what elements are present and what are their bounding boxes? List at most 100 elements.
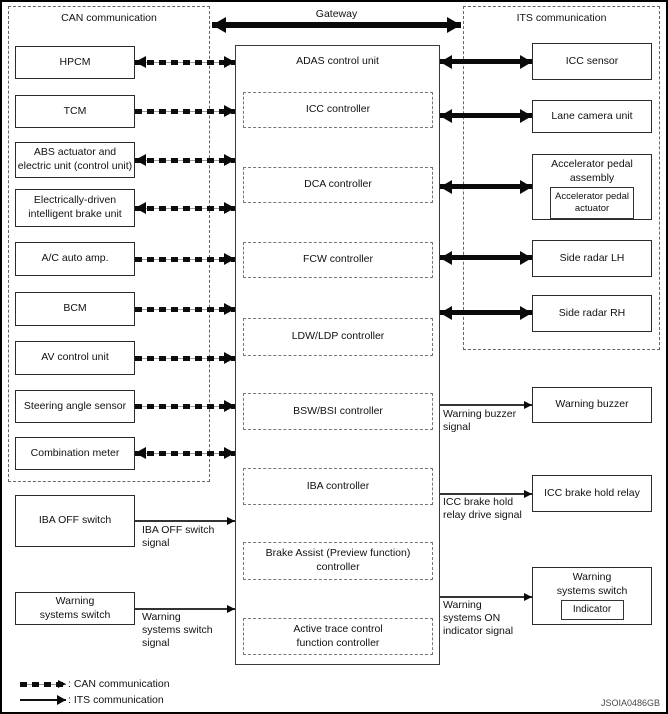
can-line xyxy=(135,451,235,456)
its-group-title: ITS communication xyxy=(516,12,607,24)
controller-bsw-bsi: BSW/BSI controller xyxy=(243,393,433,430)
gateway-label: Gateway xyxy=(315,8,358,20)
accelerator-pedal-assembly-label: Accelerator pedal assembly xyxy=(551,158,633,184)
node-warning-buzzer: Warning buzzer xyxy=(532,387,652,423)
arrowhead-left-icon xyxy=(440,180,452,194)
can-arrow-ac-amp xyxy=(135,253,235,265)
arrowhead-right-icon xyxy=(524,490,532,498)
arrowhead-left-icon xyxy=(440,306,452,320)
node-indicator: Indicator xyxy=(560,600,624,621)
label-warning-systems-on-indicator-signal: Warning systems ON indicator signal xyxy=(443,599,514,638)
signal-arrow-warning-buzzer xyxy=(440,399,532,411)
accelerator-pedal-actuator-label: Accelerator pedal actuator xyxy=(555,191,629,215)
node-ac-auto-amp: A/C auto amp. xyxy=(15,242,135,276)
node-iba-off-switch: IBA OFF switch xyxy=(15,495,135,547)
legend-can-arrow-icon xyxy=(20,678,66,690)
arrowhead-right-icon xyxy=(224,400,235,412)
can-arrow-av-unit xyxy=(135,352,235,364)
its-arrow-lane-camera xyxy=(440,109,532,123)
arrowhead-right-icon xyxy=(224,447,235,459)
can-arrow-tcm xyxy=(135,105,235,117)
legend-its-label: : ITS communication xyxy=(68,694,164,706)
reference-code: JSOIA0486GB xyxy=(600,698,660,708)
arrowhead-right-icon xyxy=(224,105,235,117)
node-abs-actuator: ABS actuator and electric unit (control … xyxy=(15,142,135,178)
arrowhead-right-icon xyxy=(524,401,532,409)
arrowhead-right-icon xyxy=(227,517,235,525)
arrowhead-left-icon xyxy=(135,154,146,166)
signal-line xyxy=(135,520,235,522)
indicator-label: Indicator xyxy=(572,604,612,616)
signal-line xyxy=(135,608,235,610)
its-arrow-side-radar-rh xyxy=(440,306,532,320)
arrowhead-right-icon xyxy=(447,17,461,33)
adas-title: ADAS control unit xyxy=(296,55,379,67)
can-group-title: CAN communication xyxy=(61,12,157,24)
arrowhead-right-icon xyxy=(520,55,532,69)
arrowhead-right-icon xyxy=(224,352,235,364)
its-line xyxy=(440,310,532,315)
signal-arrow-warning-on xyxy=(440,591,532,603)
controller-active-trace: Active trace control function controller xyxy=(243,618,433,655)
arrowhead-left-icon xyxy=(212,17,226,33)
arrowhead-right-icon xyxy=(224,253,235,265)
arrowhead-right-icon xyxy=(224,56,235,68)
signal-arrow-icc-brake-hold xyxy=(440,488,532,500)
can-arrow-combination xyxy=(135,447,235,459)
arrowhead-right-icon xyxy=(520,251,532,265)
can-line xyxy=(135,206,235,211)
can-line xyxy=(135,158,235,163)
arrowhead-left-icon xyxy=(440,251,452,265)
node-warning-systems-switch-left: Warning systems switch xyxy=(15,592,135,625)
node-steering-angle-sensor: Steering angle sensor xyxy=(15,390,135,423)
node-side-radar-rh: Side radar RH xyxy=(532,295,652,332)
node-icc-brake-hold-relay: ICC brake hold relay xyxy=(532,475,652,512)
label-iba-off-switch-signal: IBA OFF switch signal xyxy=(142,524,215,550)
can-line xyxy=(135,257,235,262)
controller-dca: DCA controller xyxy=(243,167,433,203)
node-intelligent-brake-unit: Electrically-driven intelligent brake un… xyxy=(15,189,135,227)
can-arrow-hpcm xyxy=(135,56,235,68)
its-line xyxy=(440,59,532,64)
node-hpcm: HPCM xyxy=(15,46,135,79)
node-bcm: BCM xyxy=(15,292,135,326)
can-line xyxy=(135,404,235,409)
can-line xyxy=(20,682,66,687)
its-line xyxy=(20,699,66,701)
arrowhead-right-icon xyxy=(520,180,532,194)
its-line xyxy=(440,255,532,260)
label-warning-systems-switch-signal: Warning systems switch signal xyxy=(142,611,213,650)
arrowhead-right-icon xyxy=(224,303,235,315)
arrowhead-right-icon xyxy=(524,593,532,601)
can-arrow-bcm xyxy=(135,303,235,315)
gateway-arrow xyxy=(212,17,461,33)
arrowhead-left-icon xyxy=(135,56,146,68)
arrowhead-right-icon xyxy=(520,306,532,320)
arrowhead-left-icon xyxy=(135,447,146,459)
signal-line xyxy=(440,404,532,406)
arrowhead-right-icon xyxy=(227,605,235,613)
controller-fcw: FCW controller xyxy=(243,242,433,278)
controller-ldw-ldp: LDW/LDP controller xyxy=(243,318,433,356)
signal-arrow-warning-switch xyxy=(135,603,235,615)
signal-line xyxy=(440,493,532,495)
node-tcm: TCM xyxy=(15,95,135,128)
node-icc-sensor: ICC sensor xyxy=(532,43,652,80)
legend-its-arrow-icon xyxy=(20,694,66,706)
legend-can-label: : CAN communication xyxy=(68,678,170,690)
arrowhead-left-icon xyxy=(135,202,146,214)
warning-systems-switch-label: Warning systems switch xyxy=(556,571,628,597)
its-line xyxy=(440,113,532,118)
controller-icc: ICC controller xyxy=(243,92,433,128)
node-warning-systems-switch-right: Warning systems switch Indicator xyxy=(532,567,652,625)
arrowhead-right-icon xyxy=(224,202,235,214)
its-arrow-side-radar-lh xyxy=(440,251,532,265)
arrowhead-right-icon xyxy=(224,154,235,166)
arrowhead-right-icon xyxy=(520,109,532,123)
can-arrow-brake-unit xyxy=(135,202,235,214)
node-accelerator-pedal-actuator: Accelerator pedal actuator xyxy=(550,187,634,219)
node-side-radar-lh: Side radar LH xyxy=(532,240,652,277)
can-line xyxy=(135,356,235,361)
arrowhead-left-icon xyxy=(440,55,452,69)
